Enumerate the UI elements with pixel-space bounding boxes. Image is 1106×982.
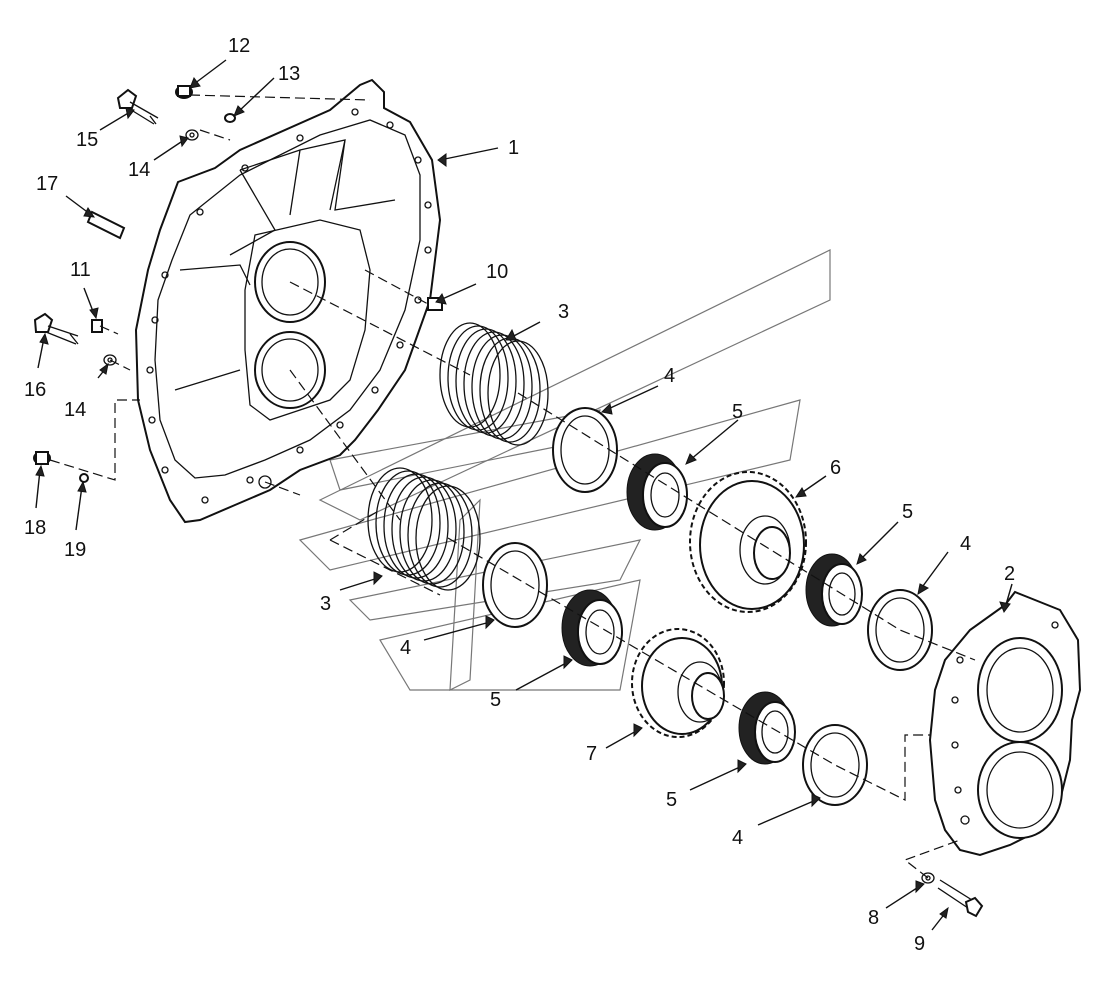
bearing-cup-part-4 [802, 724, 868, 806]
callout-9: 9 [914, 933, 925, 955]
callout-labels: 1 2 3 3 4 4 4 4 5 5 5 5 6 7 8 9 10 11 12… [24, 35, 1015, 955]
callout-4: 4 [664, 365, 675, 387]
cover-part-2 [928, 590, 1082, 857]
small-gear-part-7 [631, 628, 725, 738]
callout-7: 7 [586, 743, 597, 765]
callout-4: 4 [732, 827, 743, 849]
callout-14: 14 [64, 399, 86, 421]
callout-14: 14 [128, 159, 150, 181]
callout-13: 13 [278, 63, 300, 85]
cone-bearing-part-5 [738, 691, 796, 765]
main-housing-part-1 [134, 78, 442, 524]
callout-16: 16 [24, 379, 46, 401]
o-ring-part-13 [224, 113, 236, 123]
dowel-pin-part-17 [86, 210, 126, 240]
callout-8: 8 [868, 907, 879, 929]
callout-17: 17 [36, 173, 58, 195]
callout-3: 3 [320, 593, 331, 615]
assembly-axis-lines [49, 94, 976, 879]
callout-6: 6 [830, 457, 841, 479]
callout-2: 2 [1004, 563, 1015, 585]
cone-bearing-part-5 [805, 553, 863, 627]
large-gear-part-6 [689, 471, 807, 613]
hex-bolt-part-15 [116, 88, 159, 125]
callout-15: 15 [76, 129, 98, 151]
cone-bearing-part-5 [561, 589, 623, 667]
callout-3: 3 [558, 301, 569, 323]
callout-18: 18 [24, 517, 46, 539]
shim-pack-upper-part-3 [439, 322, 549, 446]
callout-4: 4 [960, 533, 971, 555]
washer-part-8 [921, 872, 935, 884]
housing-bolt-holes [146, 108, 432, 504]
callout-4: 4 [400, 637, 411, 659]
washer-part-14 [185, 129, 199, 141]
callout-10: 10 [486, 261, 508, 283]
plug-part-12 [175, 85, 193, 99]
callout-1: 1 [508, 137, 519, 159]
washer-part-14 [103, 354, 117, 366]
callout-5: 5 [490, 689, 501, 711]
dowel-pin-part-11 [91, 319, 103, 333]
leader-lines [35, 59, 1013, 931]
callout-12: 12 [228, 35, 250, 57]
callout-11: 11 [70, 259, 91, 281]
shim-pack-lower-part-3 [367, 467, 481, 591]
bearing-cup-part-4 [482, 542, 548, 628]
o-ring-part-19 [79, 473, 89, 483]
callout-19: 19 [64, 539, 86, 561]
bearing-cup-part-4 [867, 589, 933, 671]
callout-5: 5 [732, 401, 743, 423]
cone-bearing-part-5 [626, 453, 688, 531]
hex-bolt-part-16 [33, 312, 79, 345]
hex-bolt-part-9 [937, 879, 984, 918]
plug-part-18 [33, 451, 51, 465]
callout-5: 5 [666, 789, 677, 811]
callout-5: 5 [902, 501, 913, 523]
bearing-cup-part-4 [552, 407, 618, 493]
